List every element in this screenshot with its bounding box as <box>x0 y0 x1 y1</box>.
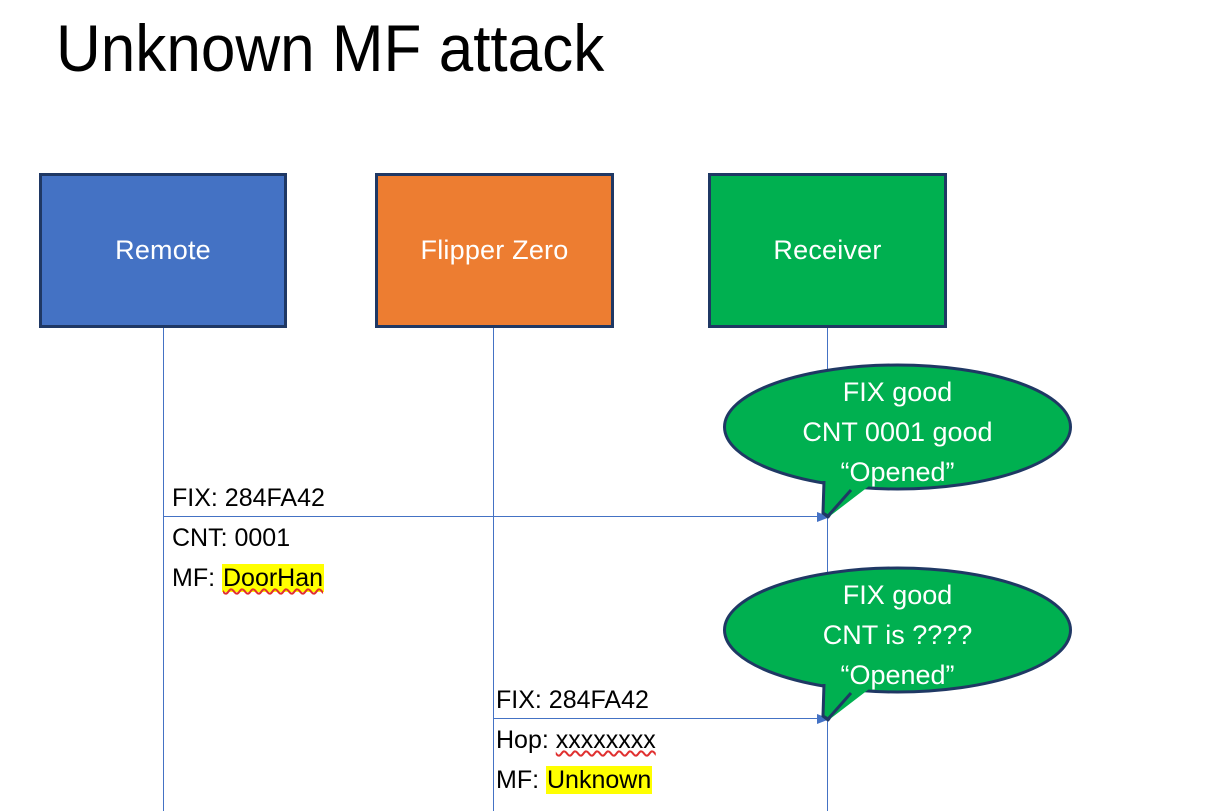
message-line: MF: DoorHan <box>172 558 325 598</box>
actor-label-flipper-zero: Flipper Zero <box>420 235 569 265</box>
message-line-value-highlighted: DoorHan <box>222 564 325 592</box>
page-title: Unknown MF attack <box>56 11 605 85</box>
message-line: Hop: xxxxxxxx <box>496 720 656 760</box>
lifeline-receiver <box>827 328 828 811</box>
speech-bubble-receiver-second: FIX good CNT is ???? “Opened” <box>723 566 1072 722</box>
speech-bubble-shape <box>723 363 1072 519</box>
message-line-value: 284FA42 <box>224 484 325 512</box>
message-label-remote: FIX: 284FA42 CNT: 0001 MF: DoorHan <box>172 478 325 598</box>
message-arrow-flipper-to-receiver <box>494 713 830 724</box>
speech-bubble-shape <box>723 566 1072 722</box>
message-line-prefix: FIX: <box>172 484 225 512</box>
actor-label-remote: Remote <box>115 235 211 265</box>
message-arrow-remote-to-receiver <box>164 511 830 522</box>
message-line: FIX: 284FA42 <box>172 478 325 518</box>
lifeline-flipper <box>493 328 494 811</box>
actor-box-flipper-zero[interactable]: Flipper Zero <box>375 173 614 328</box>
message-line-prefix: MF: <box>172 564 222 592</box>
message-line-prefix: FIX: <box>496 686 549 714</box>
speech-bubble-receiver-first: FIX good CNT 0001 good “Opened” <box>723 363 1072 519</box>
message-label-flipper-zero: FIX: 284FA42 Hop: xxxxxxxx MF: Unknown <box>496 680 656 800</box>
lifeline-remote <box>163 328 164 811</box>
message-line-value: 284FA42 <box>548 686 649 714</box>
message-line-prefix: MF: <box>496 766 546 794</box>
actor-box-remote[interactable]: Remote <box>39 173 287 328</box>
message-line-value: 0001 <box>234 524 291 552</box>
message-line-value-misspelled: xxxxxxxx <box>555 726 656 754</box>
message-line-prefix: CNT: <box>172 524 235 552</box>
message-line-value-highlighted: Unknown <box>546 766 653 794</box>
message-line: MF: Unknown <box>496 760 656 800</box>
message-line: FIX: 284FA42 <box>496 680 656 720</box>
message-line-prefix: Hop: <box>496 726 556 754</box>
message-line: CNT: 0001 <box>172 518 325 558</box>
actor-label-receiver: Receiver <box>773 235 882 265</box>
actor-box-receiver[interactable]: Receiver <box>708 173 947 328</box>
